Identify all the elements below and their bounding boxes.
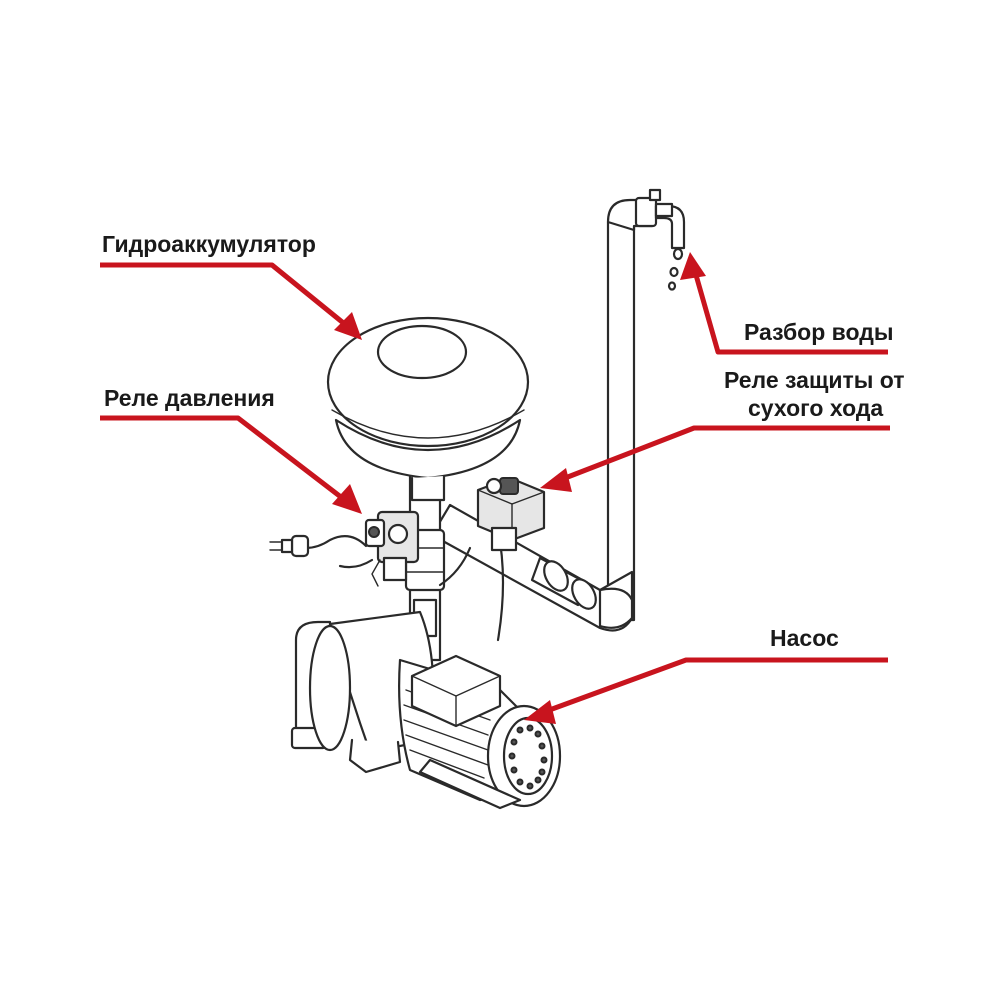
discharge-pipe	[430, 503, 634, 632]
dry-run-relay-unit	[476, 476, 546, 552]
label-accumulator: Гидроаккумулятор	[102, 231, 316, 257]
arrow-pressure-switch	[100, 415, 362, 514]
arrow-pump	[524, 657, 888, 724]
plug-icon	[269, 534, 310, 558]
label-pressure-switch: Реле давления	[104, 385, 275, 411]
arrow-dry-run-relay	[540, 425, 890, 492]
fan-grille	[508, 724, 548, 790]
arrow-accumulator	[100, 262, 362, 340]
accumulator-tank	[326, 316, 530, 502]
label-pump: Насос	[770, 625, 839, 651]
label-water-outlet: Разбор воды	[744, 319, 894, 345]
label-dry-run-relay-line1: Реле защиты от	[724, 367, 905, 393]
pump-unit	[308, 610, 562, 810]
pressure-switch-unit	[364, 510, 420, 587]
supply-pipe	[606, 198, 654, 622]
arrow-water-outlet	[680, 252, 888, 355]
faucet-icon	[634, 188, 686, 291]
label-dry-run-relay-line2: сухого хода	[748, 395, 883, 421]
